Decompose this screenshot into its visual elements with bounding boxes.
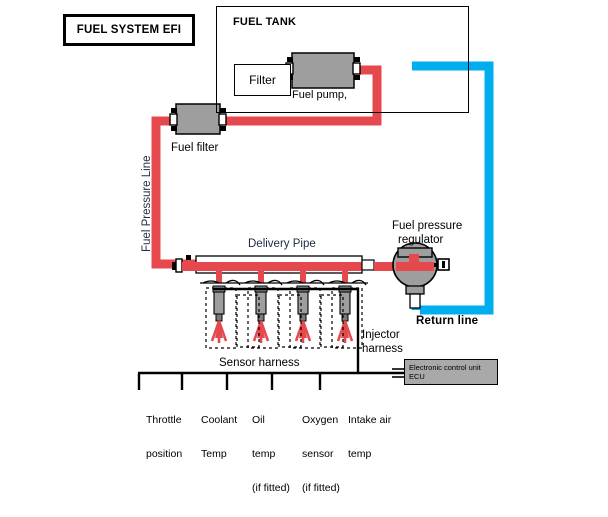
sensor-harness-bus [137,371,420,390]
ecu-label-line1: Electronic control unit [409,363,481,372]
sensor-harness-label: Sensor harness [219,357,300,369]
sensor-oxygen-line2: sensor [302,447,334,460]
sensor-oxygen-line3: (if fitted) [302,481,340,494]
sensor-oil-temp-line2: temp [252,447,276,460]
injector-1 [205,285,237,349]
regulator-stem [405,285,425,295]
tank-filter-label: Filter [249,73,276,87]
fuel-pressure-regulator-label-line1: Fuel pressure [392,220,463,232]
sensor-intake-air-line1: Intake air [348,413,392,426]
injector-harness-label-line1: Injector [362,329,400,341]
return-line-label: Return line [416,315,479,327]
return-line-pipe [412,61,494,315]
sensor-coolant-temp-line2: Temp [201,447,227,460]
sensor-label-oil-temp: Oil temp (if fitted) [252,392,290,517]
fuel-filter-label: Fuel filter [171,142,219,154]
sensor-intake-air-line2: temp [348,447,372,460]
sensor-oxygen-line1: Oxygen [302,413,339,426]
delivery-pipe-right-endcap [361,259,375,271]
regulator-vacuum-stub [434,263,438,267]
diagram-title-box: FUEL SYSTEM EFI [63,14,195,46]
diagram-title: FUEL SYSTEM EFI [76,24,182,36]
fuel-pump-label: Fuel pump, [292,89,348,101]
fuel-filter [169,103,227,135]
sensor-throttle-position-line2: position [146,447,183,460]
delivery-pipe-inlet-fitting [172,255,196,273]
sensor-label-coolant-temp: Coolant Temp [201,392,237,505]
tank-filter-box: Filter [234,64,291,96]
fuel-pressure-line-label: Fuel Pressure Line [141,155,153,252]
intake-runner-arcs [200,279,368,286]
diagram-canvas [137,52,494,390]
fuel-pressure-regulator-label-line2: regulator [398,234,444,246]
delivery-pipe-to-regulator-flow [374,262,400,271]
fuel-tank-box [216,6,469,113]
injector-assembly-group [205,285,363,349]
ecu-box: Electronic control unit ECU [404,359,498,385]
fuel-pressure-line-tank-to-filter [210,65,382,126]
fuel-pump [285,52,361,89]
regulator-inlet-riser [409,254,419,266]
ecu-connector-lines [392,368,404,378]
ecu-label-line2: ECU [409,372,425,382]
sensor-label-throttle-position: Throttle position [146,392,182,505]
sensor-oil-temp-line3: (if fitted) [252,481,290,494]
sensor-label-oxygen-sensor: Oxygen sensor (if fitted) [302,392,340,517]
fuel-pressure-regulator [392,242,450,309]
sensor-oil-temp-line1: Oil [252,413,265,426]
injector-3 [289,285,321,349]
fuel-system-diagram: FUEL SYSTEM EFI FUEL TANK Filter Fuel pu… [63,6,498,494]
injector-feed-tubes [216,271,348,283]
delivery-pipe-flow [196,262,362,271]
fuel-filter-body [175,103,221,135]
sensor-throttle-position-line1: Throttle [146,413,182,426]
regulator-vacuum-port-center [442,261,445,268]
delivery-pipe-label: Delivery Pipe [248,238,316,250]
sensor-coolant-temp-line1: Coolant [201,413,238,426]
injector-2 [247,285,279,349]
regulator-outlet-neck [409,293,421,309]
sensor-label-intake-air-temp: Intake air temp [348,392,391,505]
injector-harness-wire [213,287,360,372]
fuel-tank-label: FUEL TANK [233,16,297,28]
injector-harness-label-line2: harness [362,343,403,355]
regulator-inlet-flow [396,262,434,271]
